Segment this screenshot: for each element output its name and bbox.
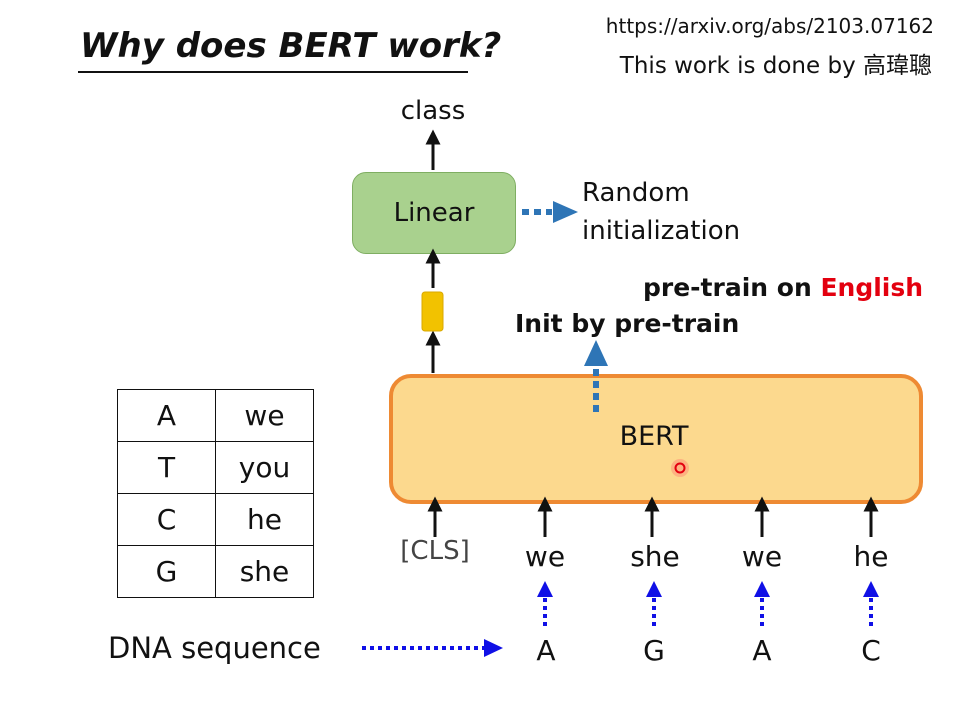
random-init-line1: Random	[582, 178, 690, 208]
arrow-random-init-head	[553, 201, 578, 223]
pretrain-prefix: pre-train on	[643, 273, 821, 302]
token-he: he	[853, 540, 889, 573]
table-row: C he	[117, 493, 314, 546]
slide-title: Why does BERT work?	[80, 26, 502, 66]
table-cell-base: C	[117, 493, 216, 546]
table-row: A we	[117, 389, 314, 442]
linear-layer-box	[352, 172, 516, 254]
table-cell-word: we	[215, 389, 314, 442]
token-she: she	[630, 540, 680, 573]
dna-sequence-label: DNA sequence	[108, 631, 321, 665]
random-init-line2: initialization	[582, 216, 741, 246]
dna-base-3: A	[752, 634, 772, 667]
dna-base-2: G	[643, 634, 665, 667]
table-cell-word: you	[215, 441, 314, 494]
table-cell-word: she	[215, 545, 314, 598]
pretrain-language: English	[820, 273, 924, 302]
table-cell-word: he	[215, 493, 314, 546]
init-by-pretrain-note: Init by pre-train	[515, 309, 740, 338]
credit-text: This work is done by 高瑋聰	[619, 53, 932, 79]
token-we-1: we	[524, 540, 566, 573]
table-row: G she	[117, 545, 314, 598]
arrow-init-pretrain-head	[584, 340, 608, 366]
pretrain-note: pre-train on English	[643, 273, 923, 302]
token-we-2: we	[741, 540, 783, 573]
table-cell-base: G	[117, 545, 216, 598]
dna-word-mapping-table: A we T you C he G she	[117, 389, 314, 598]
dna-base-1: A	[536, 634, 556, 667]
dna-base-4: C	[861, 634, 881, 667]
table-cell-base: A	[117, 389, 216, 442]
bert-label: BERT	[619, 421, 689, 452]
token-cls: [CLS]	[400, 536, 470, 566]
table-row: T you	[117, 441, 314, 494]
table-cell-base: T	[117, 441, 216, 494]
class-label: class	[400, 96, 466, 126]
laser-pointer	[671, 459, 689, 477]
linear-label: Linear	[393, 198, 475, 228]
source-url[interactable]: https://arxiv.org/abs/2103.07162	[605, 14, 934, 38]
cls-output-vector	[421, 291, 444, 332]
title-underline	[78, 71, 468, 73]
